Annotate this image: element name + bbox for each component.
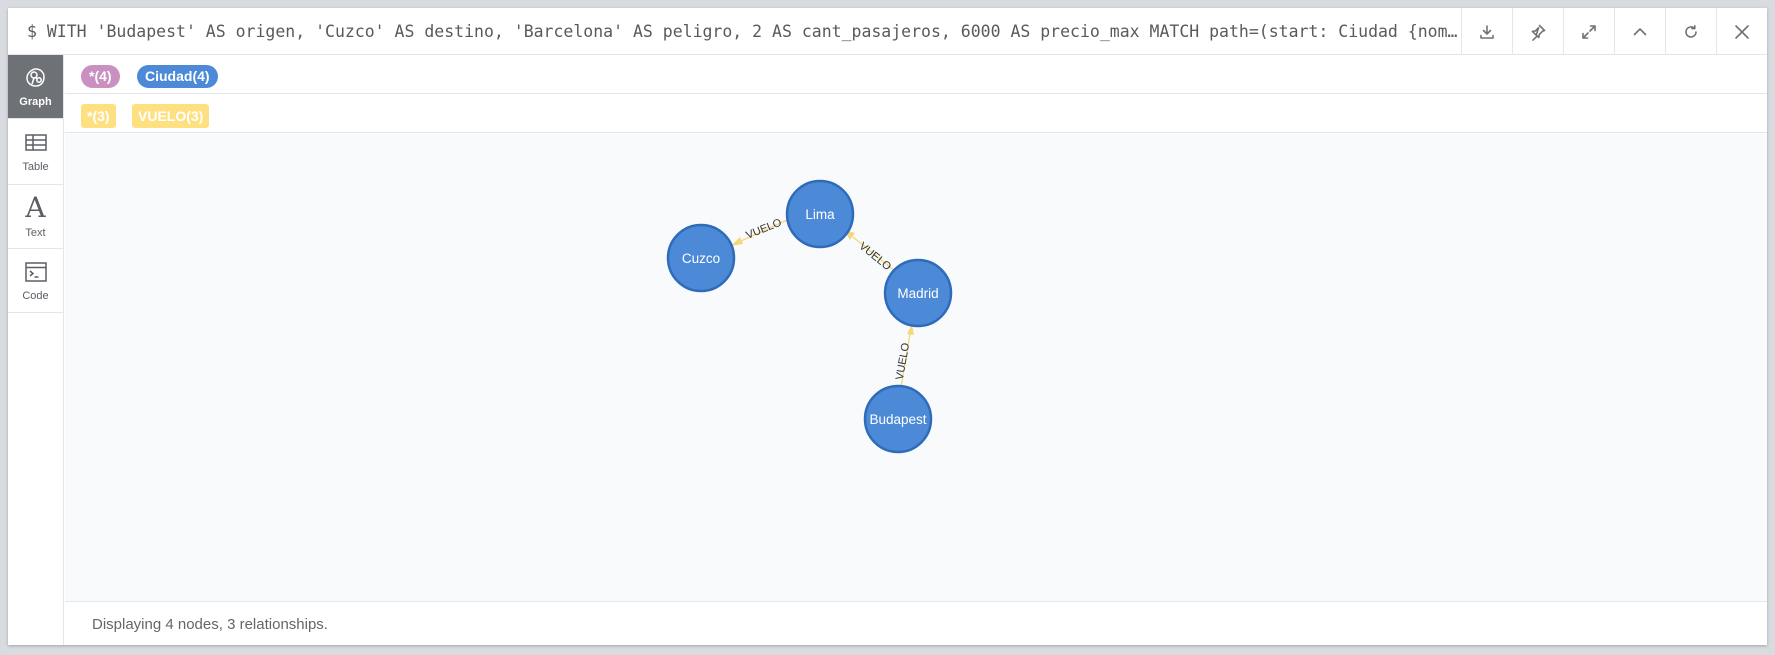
close-icon (1735, 24, 1749, 39)
pin-button[interactable] (1512, 8, 1563, 55)
view-selector: Graph Table A Text Code (8, 55, 64, 645)
relationship-label: VUELO (894, 342, 912, 381)
relationship-madrid-lima[interactable]: VUELO (844, 230, 896, 273)
node-label: Lima (805, 207, 835, 222)
node-madrid[interactable]: Madrid (883, 258, 953, 328)
relationship-label: VUELO (744, 217, 783, 242)
relationship-lima-cuzco[interactable]: VUELO (731, 217, 788, 246)
download-icon (1480, 24, 1494, 39)
graph-svg[interactable]: VUELO VUELO VUELO Lima Cuzco (65, 134, 1767, 601)
tab-graph[interactable]: Graph (8, 55, 63, 119)
tab-text-label: Text (25, 227, 46, 239)
rerun-icon (1685, 24, 1697, 38)
collapse-button[interactable] (1614, 8, 1665, 55)
tab-table[interactable]: Table (8, 119, 63, 185)
graph-icon (25, 68, 45, 87)
relationship-types-legend: *(3) VUELO(3) (65, 94, 1767, 133)
relationship-line (740, 219, 788, 242)
download-button[interactable] (1461, 8, 1512, 55)
tab-table-label: Table (22, 161, 49, 173)
expand-icon (1582, 24, 1596, 39)
collapse-icon (1633, 27, 1647, 35)
fullscreen-button[interactable] (1563, 8, 1614, 55)
code-icon (24, 262, 47, 282)
tab-text[interactable]: A Text (8, 185, 63, 249)
node-labels-legend: *(4) Ciudad(4) (65, 55, 1767, 94)
relationship-label: VUELO (857, 240, 894, 273)
frame-actions (1461, 8, 1767, 55)
node-label: Budapest (869, 412, 926, 427)
pin-icon (1531, 24, 1546, 41)
node-label-ciudad[interactable]: Ciudad(4) (137, 65, 218, 88)
relationship-arrow (731, 237, 743, 246)
relationship-type-vuelo[interactable]: VUELO(3) (132, 104, 210, 128)
relationship-line (900, 333, 911, 388)
result-frame: $ WITH 'Budapest' AS origen, 'Cuzco' AS … (8, 8, 1767, 645)
status-bar: Displaying 4 nodes, 3 relationships. (65, 601, 1767, 645)
tab-code-label: Code (22, 290, 49, 302)
rerun-button[interactable] (1665, 8, 1716, 55)
relationship-budapest-madrid[interactable]: VUELO (894, 324, 914, 388)
relationship-line (852, 236, 896, 272)
node-label: Cuzco (682, 251, 720, 266)
node-label: Madrid (897, 286, 938, 301)
query-text[interactable]: $ WITH 'Budapest' AS origen, 'Cuzco' AS … (27, 22, 1467, 41)
tab-code[interactable]: Code (8, 249, 63, 313)
node-budapest[interactable]: Budapest (863, 384, 933, 454)
node-lima[interactable]: Lima (785, 179, 855, 249)
relationship-type-all[interactable]: *(3) (81, 104, 116, 128)
query-bar: $ WITH 'Budapest' AS origen, 'Cuzco' AS … (8, 8, 1767, 55)
text-icon: A (25, 191, 46, 224)
tab-graph-label: Graph (19, 96, 52, 108)
table-icon (24, 134, 47, 151)
graph-canvas[interactable]: VUELO VUELO VUELO Lima Cuzco (65, 134, 1767, 601)
status-text: Displaying 4 nodes, 3 relationships. (92, 616, 328, 633)
node-cuzco[interactable]: Cuzco (666, 223, 736, 293)
close-button[interactable] (1716, 8, 1767, 55)
node-label-all[interactable]: *(4) (81, 65, 120, 88)
